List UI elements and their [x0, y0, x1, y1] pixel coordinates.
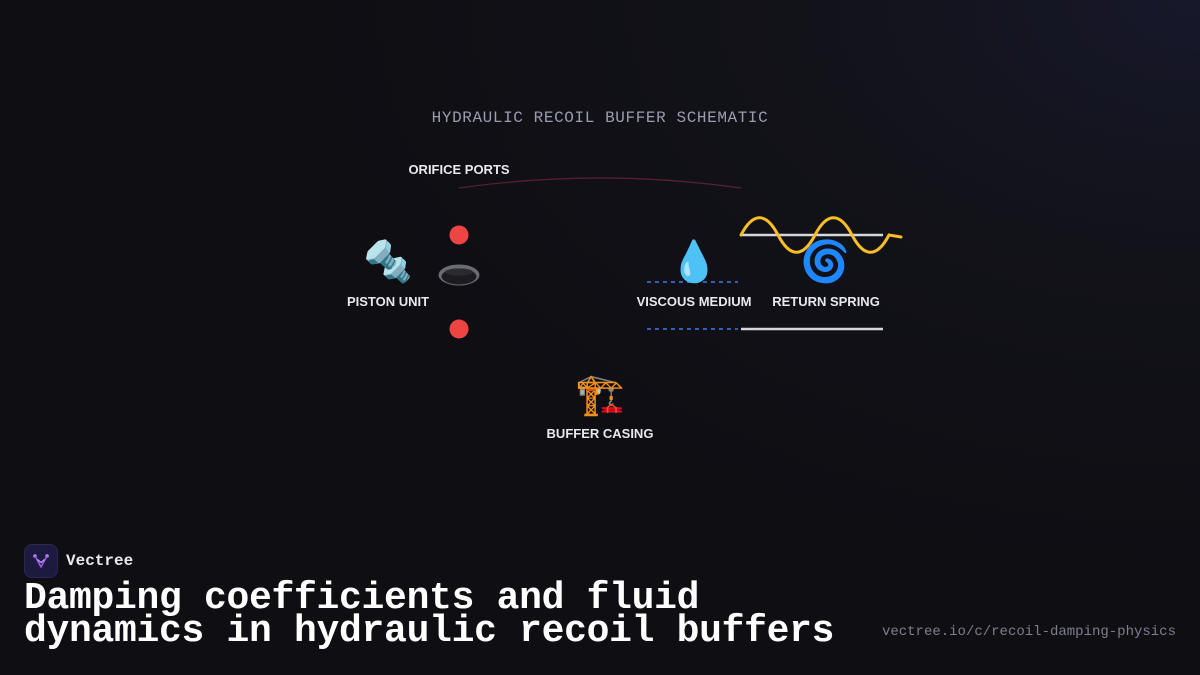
- vectree-logo-icon: [24, 544, 58, 578]
- source-url: vectree.io/c/recoil-damping-physics: [881, 624, 1176, 640]
- orifice-port-dot-upper: [449, 225, 469, 245]
- piston-unit-label: PISTON UNIT: [347, 294, 429, 309]
- droplet-icon: 💧: [669, 238, 719, 285]
- nut-and-bolt-icon: 🔩: [363, 238, 413, 285]
- orifice-hole-icon: [438, 264, 480, 286]
- return-spring-label: RETURN SPRING: [772, 294, 880, 309]
- headline: Damping coefficients and fluid dynamics …: [24, 577, 835, 653]
- crane-icon: 🏗️: [575, 372, 625, 418]
- orifice-arc-connector: [458, 177, 742, 189]
- brand: Vectree: [24, 544, 133, 578]
- schematic-title: HYDRAULIC RECOIL BUFFER SCHEMATIC: [432, 109, 769, 127]
- buffer-casing-label: BUFFER CASING: [547, 426, 654, 441]
- orifice-ports-label: ORIFICE PORTS: [408, 162, 509, 177]
- schematic-diagram: HYDRAULIC RECOIL BUFFER SCHEMATIC 🔩 💧 🌀 …: [347, 109, 903, 441]
- cyclone-icon: 🌀: [800, 237, 850, 285]
- orifice-port-dot-lower: [449, 319, 469, 339]
- brand-name: Vectree: [66, 552, 134, 570]
- spring-wave: [739, 216, 903, 254]
- viscous-medium-label: VISCOUS MEDIUM: [637, 294, 752, 309]
